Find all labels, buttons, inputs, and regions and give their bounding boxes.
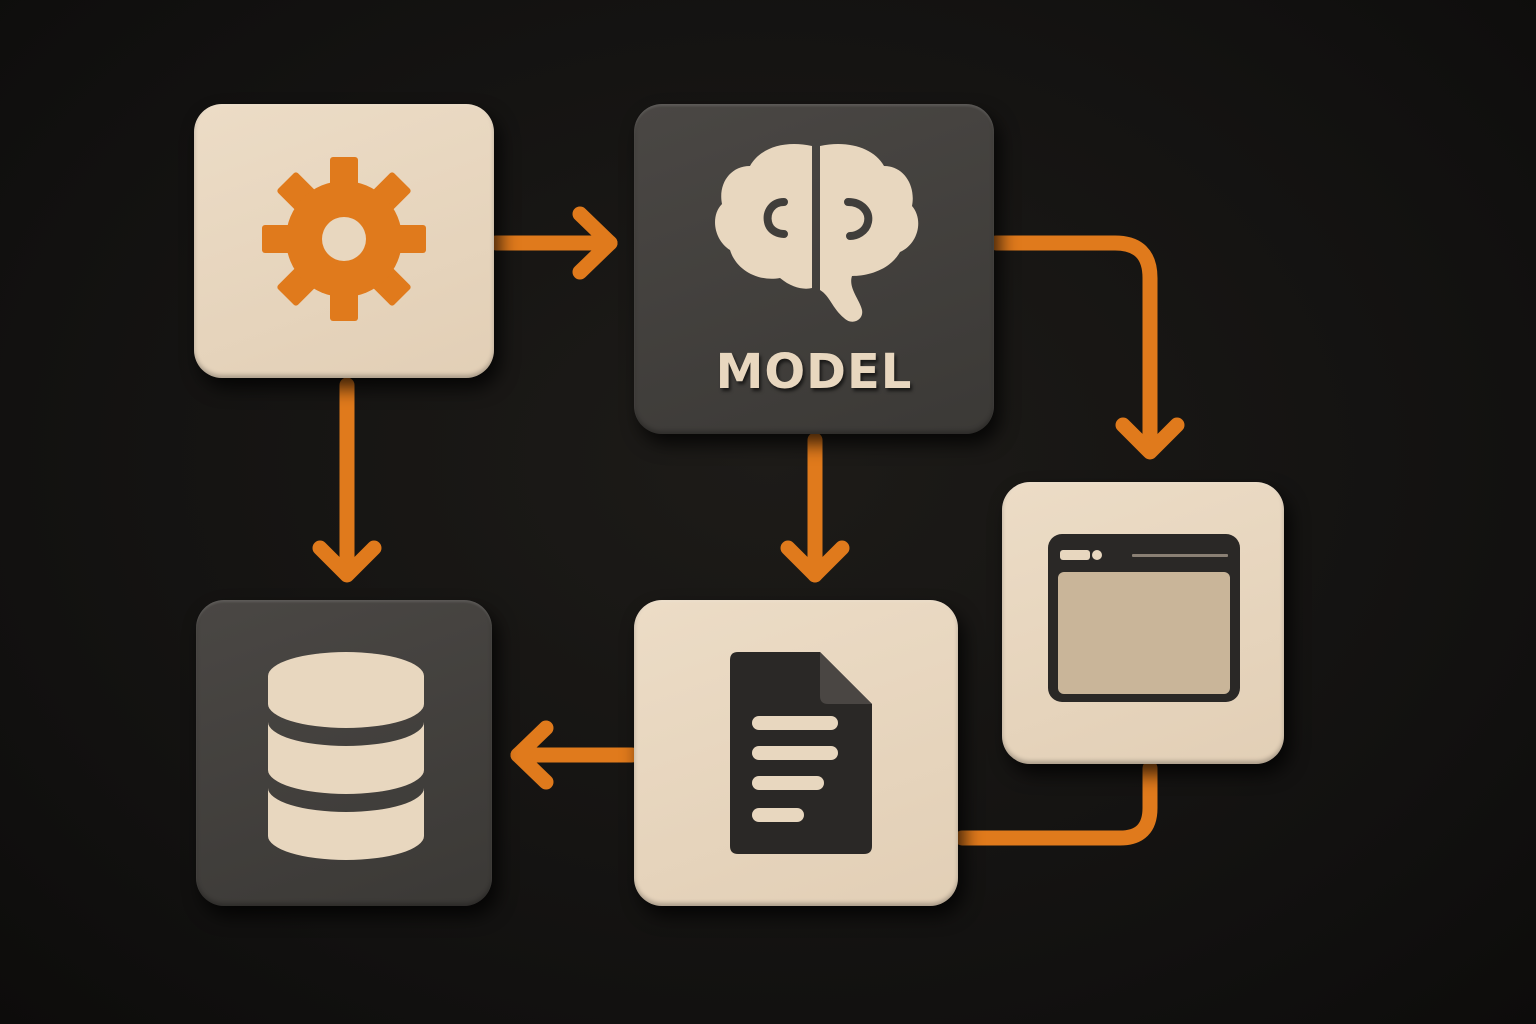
edge-model-to-document-arrowhead (780, 540, 850, 583)
edge-model-to-window (988, 235, 1158, 458)
window-node (1002, 482, 1284, 764)
database-icon (268, 652, 424, 860)
model-node: MODEL (634, 104, 994, 434)
edge-config-to-model-arrowhead (572, 206, 618, 280)
edge-document-to-database-arrowhead (510, 720, 554, 790)
browser-window-icon (1048, 534, 1240, 702)
gear-icon (262, 157, 426, 321)
database-node (196, 600, 492, 906)
model-label: MODEL (715, 344, 913, 400)
edge-window-to-document (954, 760, 1158, 846)
edge-model-to-window-arrowhead (1115, 417, 1185, 460)
brain-icon (715, 144, 919, 322)
config-node (194, 104, 494, 378)
document-node (634, 600, 958, 906)
edge-config-to-database-arrowhead (312, 540, 382, 583)
document-icon (730, 652, 872, 854)
